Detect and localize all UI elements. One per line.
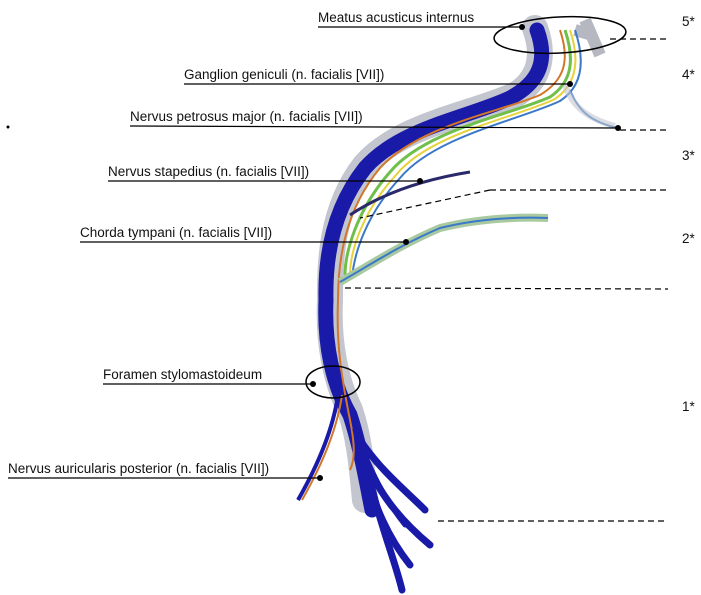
- petrosus-branch-shadow: [565, 85, 615, 126]
- label-stapedius: Nervus stapedius (n. facialis [VII]): [108, 164, 309, 180]
- terminal-branch-4: [368, 470, 402, 590]
- level-1-marker: 1*: [682, 399, 695, 414]
- level-line-2: [345, 288, 668, 289]
- leader-petrosus: [130, 126, 618, 128]
- label-chorda: Chorda tympani (n. facialis [VII]): [80, 225, 272, 241]
- label-auricularis: Nervus auricularis posterior (n. faciali…: [8, 461, 269, 477]
- label-meatus: Meatus acusticus internus: [318, 10, 474, 26]
- auricularis-branch: [298, 395, 338, 500]
- label-ganglion: Ganglion geniculi (n. facialis [VII]): [184, 67, 384, 83]
- level-2-marker: 2*: [682, 231, 695, 246]
- stray-mark: [7, 126, 10, 129]
- level-5-marker: 5*: [682, 14, 695, 29]
- label-petrosus: Nervus petrosus major (n. facialis [VII]…: [130, 109, 363, 125]
- level-3-marker: 3*: [682, 148, 695, 163]
- chorda-branch: [340, 218, 548, 282]
- meatus-ellipse: [493, 14, 627, 57]
- level-4-marker: 4*: [682, 67, 695, 82]
- label-foramen: Foramen stylomastoideum: [103, 367, 262, 383]
